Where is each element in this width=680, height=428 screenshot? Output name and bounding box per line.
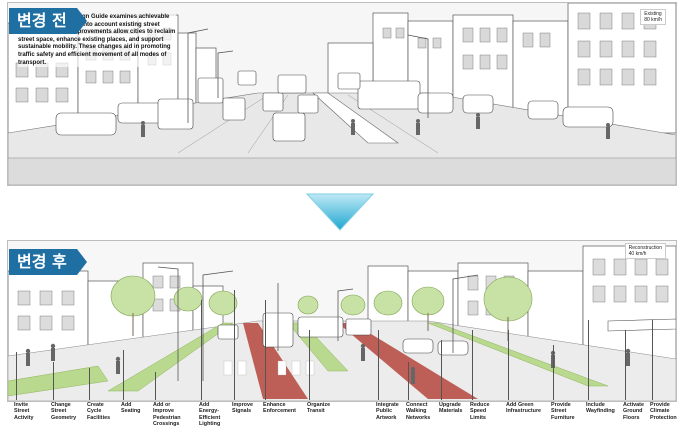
- leader-line: [265, 300, 266, 400]
- intro-paragraph: The Global Street Design Guide examines …: [18, 14, 176, 68]
- leader-line: [625, 330, 626, 400]
- leader-line: [89, 368, 90, 400]
- speed-label-existing: Existing 80 km/h: [640, 9, 666, 25]
- before-panel: The Global Street Design Guide examines …: [7, 2, 677, 186]
- reconstructed-street-illustration: [8, 241, 676, 401]
- before-badge: 변경 전: [9, 8, 87, 34]
- speed-label-value: 40 km/h: [628, 251, 647, 257]
- leader-line: [201, 300, 202, 400]
- leader-line: [652, 320, 653, 400]
- leader-line: [553, 345, 554, 400]
- leader-line: [234, 290, 235, 400]
- after-panel: Reconstruction 40 km/h: [7, 240, 677, 402]
- leader-line: [155, 372, 156, 400]
- leader-line: [123, 350, 124, 400]
- speed-label-value: 80 km/h: [644, 17, 662, 23]
- leader-line: [508, 330, 509, 400]
- leader-line: [309, 330, 310, 400]
- leader-line: [16, 352, 17, 400]
- leader-line: [472, 330, 473, 400]
- leader-line: [378, 330, 379, 400]
- speed-label-title: Existing: [644, 11, 662, 17]
- speed-label-title: Reconstruction: [628, 245, 662, 251]
- speed-label-reconstruction: Reconstruction 40 km/h: [624, 243, 666, 259]
- leader-line: [53, 362, 54, 400]
- leader-line: [441, 340, 442, 400]
- leader-line: [588, 320, 589, 400]
- leader-line: [408, 362, 409, 400]
- down-arrow-icon: [305, 193, 375, 231]
- after-badge: 변경 후: [9, 249, 87, 275]
